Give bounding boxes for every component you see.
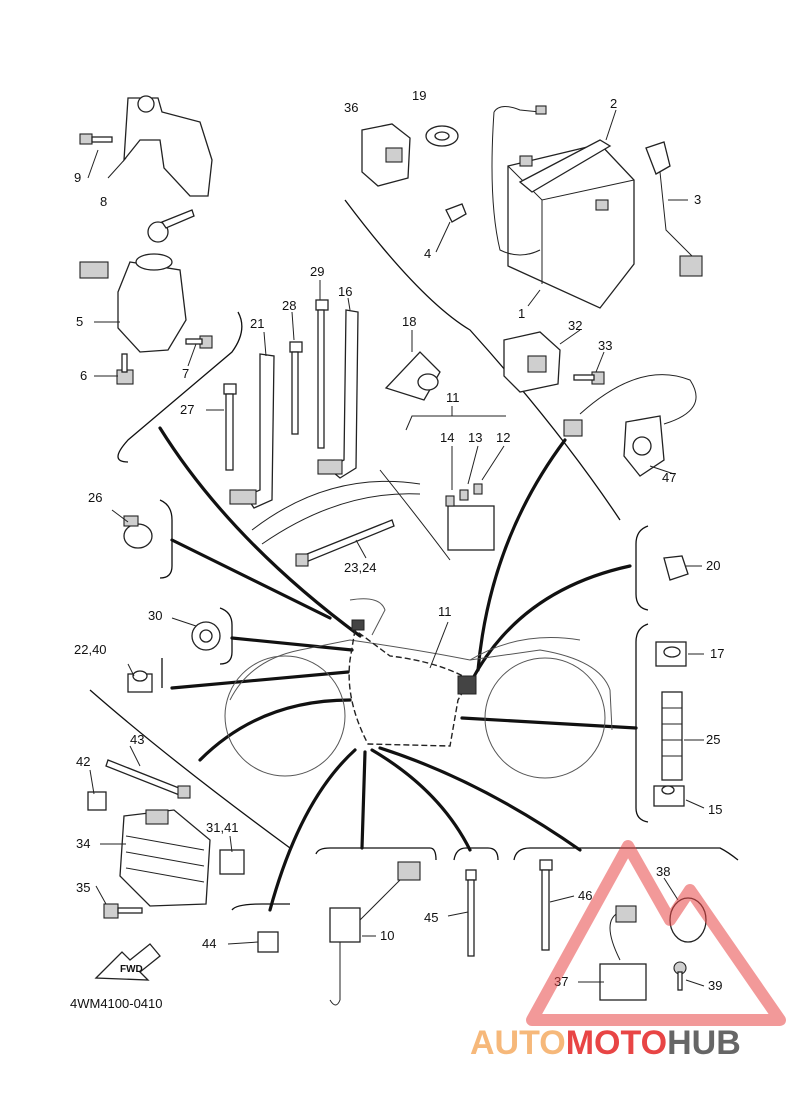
part-15-clamp: [653, 785, 685, 807]
part-21-tie: [229, 353, 275, 509]
label-8: 8: [100, 194, 107, 209]
part-8-bracket: [123, 95, 213, 197]
part-31-41-clip: [219, 849, 245, 875]
label-39: 39: [708, 978, 722, 993]
label-5: 5: [76, 314, 83, 329]
label-15: 15: [708, 802, 722, 817]
part-46-tie: [539, 859, 553, 951]
label-44: 44: [202, 936, 216, 951]
label-35: 35: [76, 880, 90, 895]
label-42: 42: [76, 754, 90, 769]
label-3: 3: [694, 192, 701, 207]
part-4-terminal: [445, 203, 467, 223]
part-47-sensor: [563, 374, 697, 477]
motorcycle-outline: [224, 598, 613, 779]
part-10-switch: [329, 861, 421, 1006]
label-18: 18: [402, 314, 416, 329]
label-6: 6: [80, 368, 87, 383]
part-17-clamp: [655, 641, 687, 667]
label-43: 43: [130, 732, 144, 747]
label-47: 47: [662, 470, 676, 485]
part-2-battery-band: [518, 139, 612, 193]
label-12: 12: [496, 430, 510, 445]
part-33-bolt: [573, 371, 605, 385]
label-31-41: 31,41: [206, 820, 239, 835]
part-35-bolt: [103, 903, 143, 919]
part-23-24-tie: [295, 519, 395, 567]
label-20: 20: [706, 558, 720, 573]
part-45-tie: [465, 869, 477, 957]
part-32-relay: [503, 331, 561, 393]
thin-leaders: [87, 109, 705, 987]
label-7: 7: [182, 366, 189, 381]
label-33: 33: [598, 338, 612, 353]
battery-cable: [491, 105, 547, 256]
label-46: 46: [578, 888, 592, 903]
part-22-40-clamp: [127, 670, 153, 693]
label-17: 17: [710, 646, 724, 661]
label-1: 1: [518, 306, 525, 321]
label-29: 29: [310, 264, 324, 279]
label-25: 25: [706, 732, 720, 747]
label-27: 27: [180, 402, 194, 417]
label-21: 21: [250, 316, 264, 331]
label-30: 30: [148, 608, 162, 623]
harness-leaders: [158, 426, 638, 912]
part-7-screw: [185, 335, 213, 349]
part-11-sub-harness: [251, 469, 495, 561]
part-27-tie: [223, 383, 237, 471]
label-11-center: 11: [438, 604, 452, 619]
part-43-tie: [105, 759, 191, 799]
fwd-arrow-icon: FWD: [94, 943, 161, 981]
part-6-bolt: [116, 353, 134, 385]
part-29-tie: [315, 299, 329, 449]
label-13: 13: [468, 430, 482, 445]
fwd-label: FWD: [120, 964, 143, 975]
part-26-clamp: [123, 515, 153, 549]
part-5-main-switch: [79, 209, 195, 353]
part-44-clip: [257, 931, 279, 953]
label-34: 34: [76, 836, 90, 851]
diagram-code: 4WM4100-0410: [70, 996, 163, 1011]
label-14: 14: [440, 430, 454, 445]
label-10: 10: [380, 928, 394, 943]
wire-harness-center: [348, 619, 477, 747]
label-38: 38: [656, 864, 670, 879]
label-26: 26: [88, 490, 102, 505]
label-16: 16: [338, 284, 352, 299]
label-19: 19: [412, 88, 426, 103]
label-28: 28: [282, 298, 296, 313]
part-30-clamp: [191, 621, 221, 651]
part-28-tie: [289, 341, 303, 435]
part-42-clip: [87, 791, 107, 811]
part-37-sensor: [599, 905, 647, 1001]
label-4: 4: [424, 246, 431, 261]
label-9: 9: [74, 170, 81, 185]
part-3-battery-cable: [645, 141, 703, 277]
label-36: 36: [344, 100, 358, 115]
part-18-holder: [384, 351, 441, 401]
part-20-clamp: [663, 555, 689, 581]
part-16-tie: [317, 309, 359, 479]
watermark-auto: AUTOMOTOHUB: [470, 1024, 741, 1062]
label-45: 45: [424, 910, 438, 925]
part-39-screw: [673, 961, 687, 991]
label-2: 2: [610, 96, 617, 111]
part-25-grommet: [661, 691, 683, 781]
label-23-24: 23,24: [344, 560, 377, 575]
part-19-clamp: [425, 125, 459, 147]
label-32: 32: [568, 318, 582, 333]
label-22-40: 22,40: [74, 642, 107, 657]
watermark-logo: AUTOMOTOHUB: [470, 840, 786, 1062]
label-11-top: 11: [446, 390, 460, 405]
part-9-bolt: [79, 133, 113, 145]
part-34-rectifier: [119, 809, 211, 907]
part-36-relay: [361, 123, 411, 187]
section-brackets: [89, 199, 739, 911]
